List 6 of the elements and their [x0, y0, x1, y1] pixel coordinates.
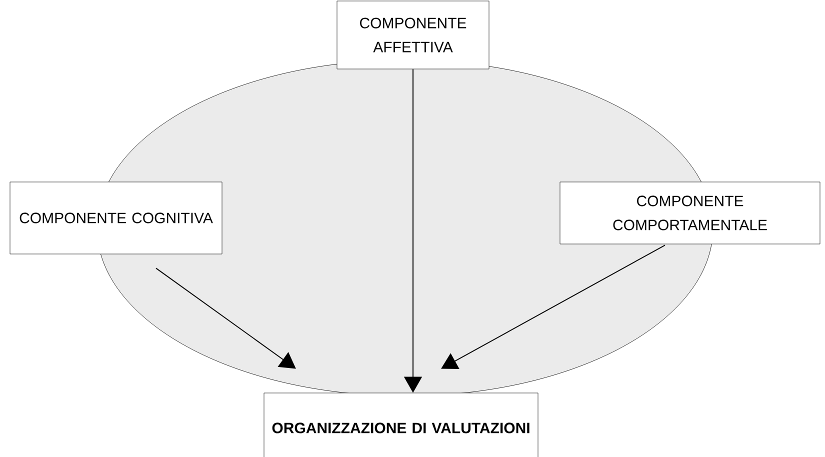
- text-box: COMPONENTE AFFETTIVA: [336, 0, 490, 70]
- text-box: COMPONENTE COGNITIVA: [10, 182, 222, 254]
- text-box: ORGANIZZAZIONE DI VALUTAZIONI: [264, 392, 538, 457]
- arrow: [441, 244, 666, 370]
- arrow: [156, 268, 296, 369]
- text-box: COMPONENTE COMPORTAMENTALE: [560, 182, 820, 244]
